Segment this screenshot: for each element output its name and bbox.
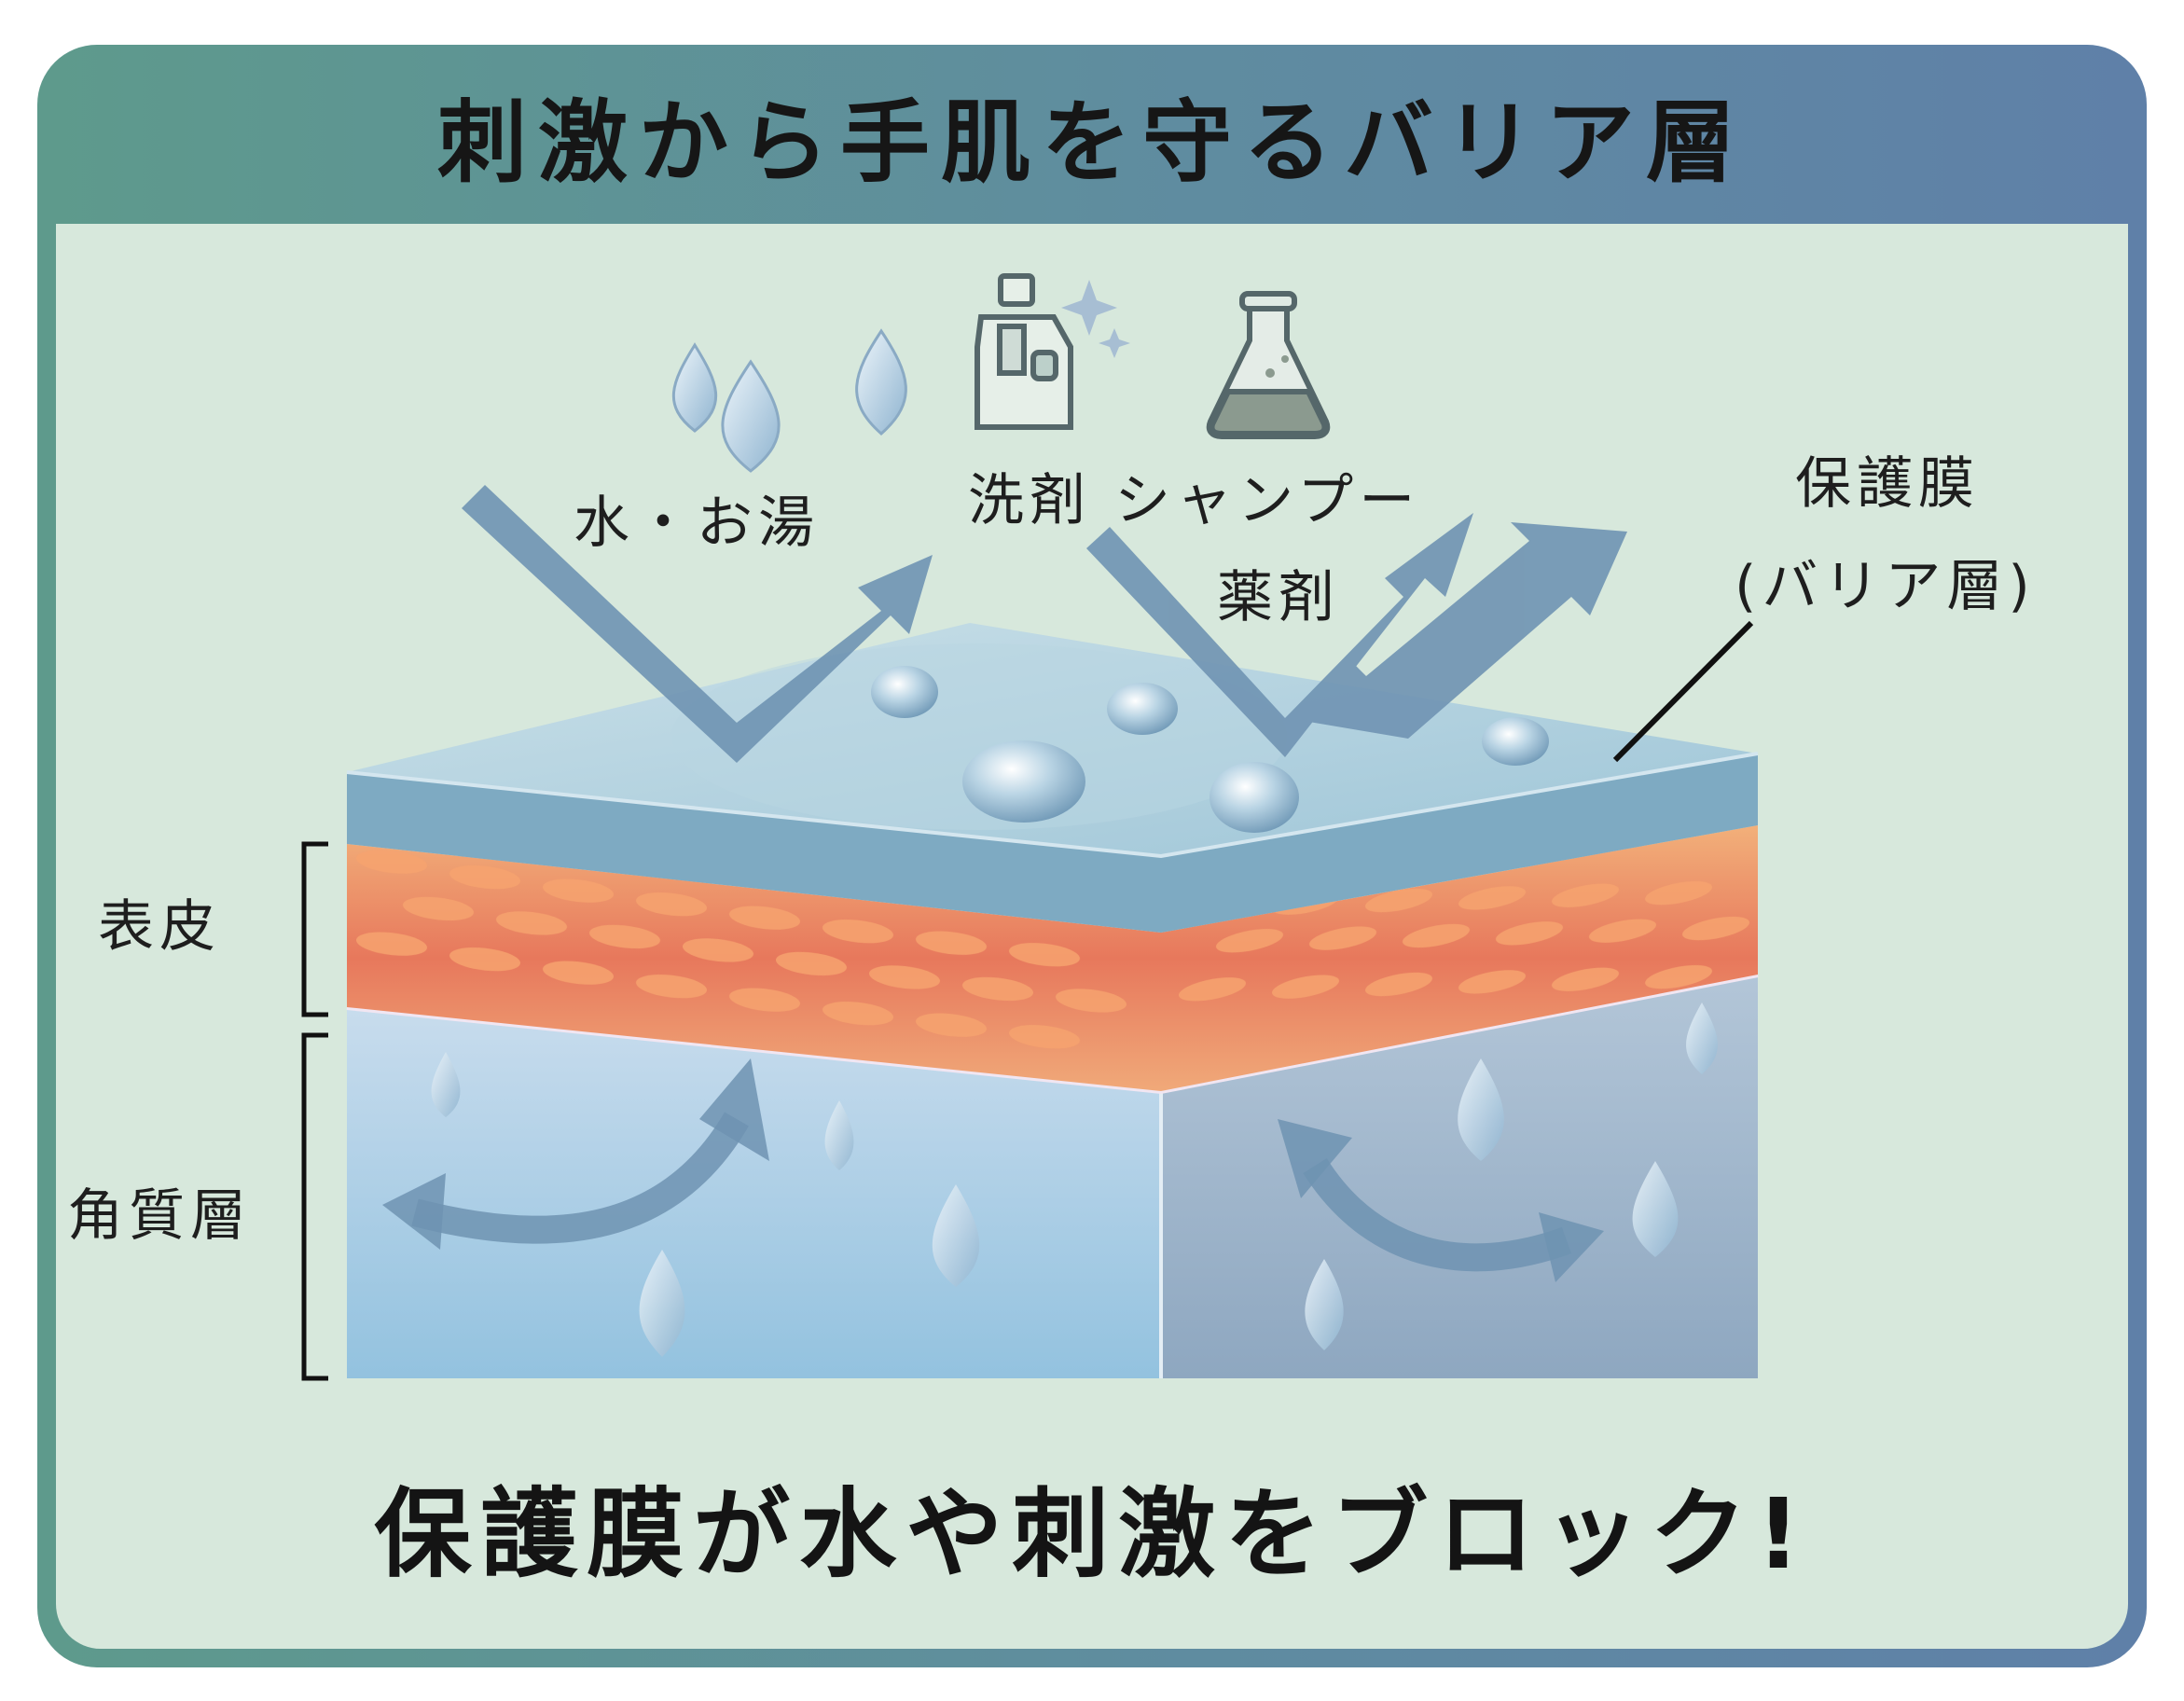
sparkle-icon xyxy=(1061,280,1130,358)
circulation-arrow-right xyxy=(1303,1157,1572,1272)
circulation-arrow-left xyxy=(411,1112,749,1244)
right-block-face xyxy=(1161,975,1758,1378)
corneum-bracket xyxy=(301,1032,328,1381)
label-detergent-shampoo: 洗剤 シャンプー xyxy=(968,468,1421,533)
inner-droplets xyxy=(431,1003,1718,1357)
page-title: 刺激から手肌を守るバリア層 xyxy=(437,90,1747,195)
label-water: 水・お湯 xyxy=(574,491,820,556)
water-beads xyxy=(871,666,1549,833)
water-drop-icon xyxy=(671,328,907,473)
skin-cells xyxy=(356,850,1749,1049)
label-stratum-corneum: 角質層 xyxy=(67,1183,252,1249)
label-chemical: 薬剤 xyxy=(1217,565,1340,630)
membrane-pointer-line xyxy=(1612,620,1754,763)
label-barrier-layer: (バリア層) xyxy=(1735,554,2036,619)
label-epidermis: 表皮 xyxy=(98,894,221,960)
bottom-caption: 保護膜が水や刺激をブロック! xyxy=(374,1476,1810,1591)
membrane-front xyxy=(347,754,1758,933)
label-membrane: 保護膜 xyxy=(1795,451,1980,517)
flask-icon xyxy=(1206,291,1331,439)
deflection-arrows xyxy=(462,485,1627,763)
epidermis-bracket xyxy=(301,841,328,1017)
detergent-bottle-icon xyxy=(975,273,1073,430)
